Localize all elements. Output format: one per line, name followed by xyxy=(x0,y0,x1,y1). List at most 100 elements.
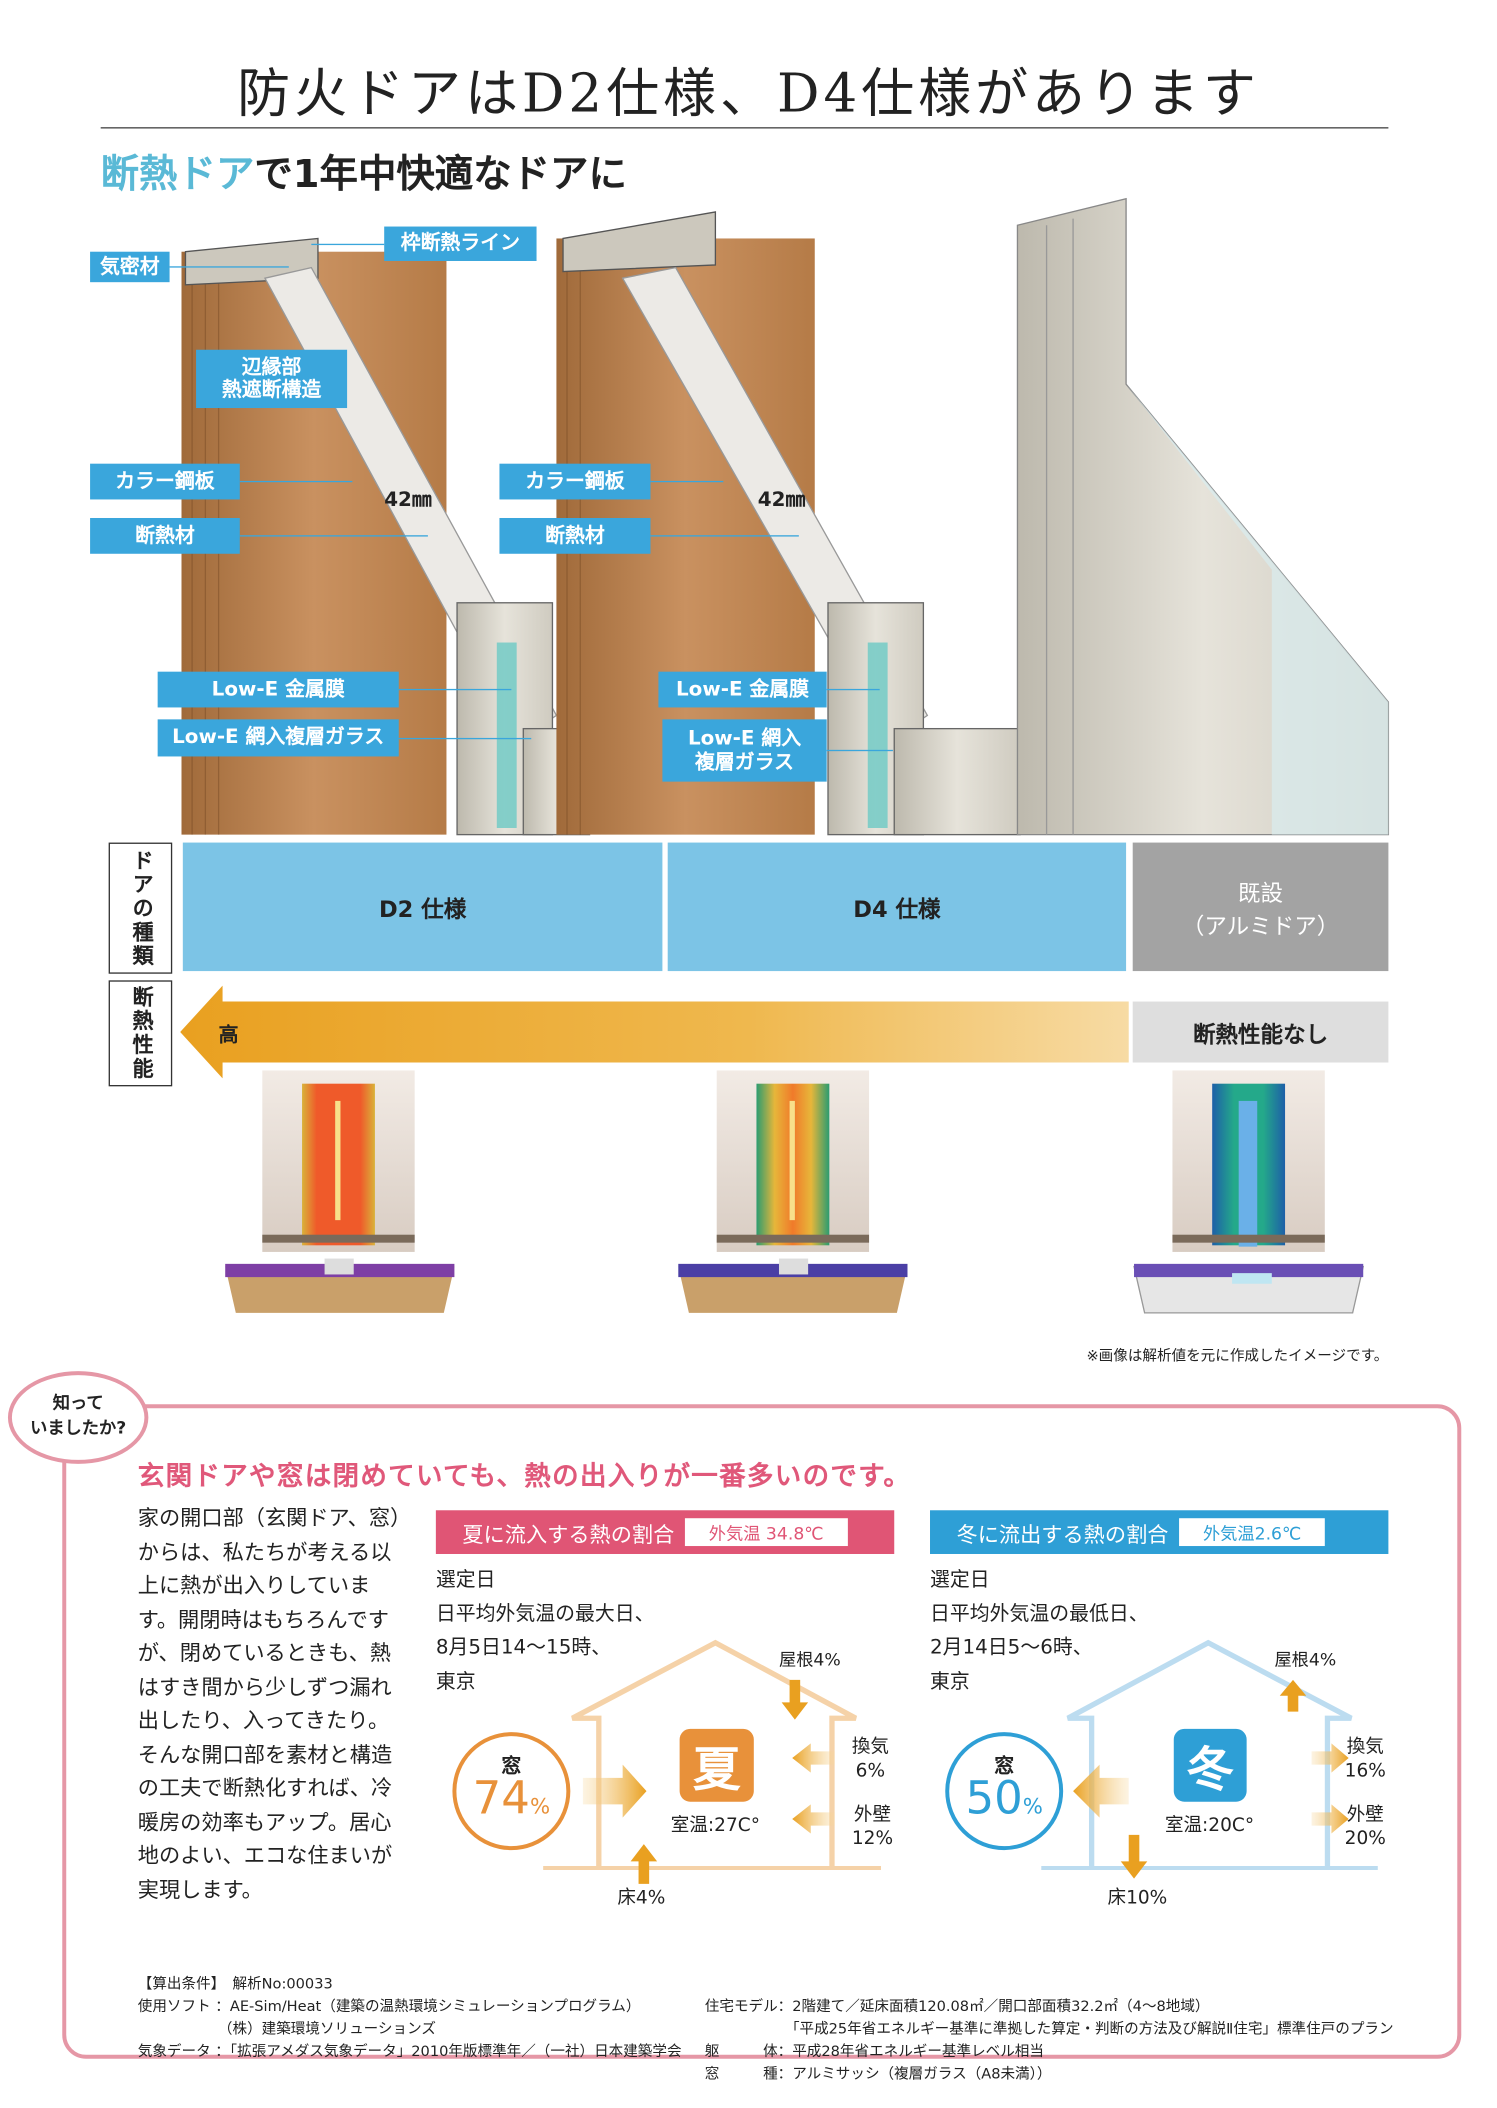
leader-line xyxy=(239,480,353,483)
footer-line: 【算出条件】 解析No:00033 xyxy=(137,1975,333,1993)
footer-line: 使用ソフト ：AE-Sim/Heat（建築の温熱環境シミュレーションプログラム） xyxy=(137,1997,641,2016)
summer-window-percent: 74% xyxy=(454,1773,568,1826)
winter-roof: 屋根4% xyxy=(1274,1650,1337,1671)
vent-label: 換気 xyxy=(1346,1736,1384,1759)
percent-sign: % xyxy=(1022,1793,1043,1819)
leader-line xyxy=(398,737,532,740)
label-frame-insulation-line: 枠断熱ライン xyxy=(384,226,537,261)
winter-window-percent: 50% xyxy=(947,1773,1061,1826)
leader-line xyxy=(239,535,428,537)
door-type-d2: D2 仕様 xyxy=(182,842,663,972)
wall-label: 外壁 xyxy=(1346,1804,1384,1826)
thickness-d4: 42㎜ xyxy=(757,487,806,512)
summer-floor: 床4% xyxy=(617,1887,666,1910)
wall-value: 20% xyxy=(1344,1828,1386,1850)
wall-value: 12% xyxy=(851,1828,894,1850)
image-note: ※画像は解析値を元に作成したイメージです。 xyxy=(1086,1347,1389,1365)
wall-label: 外壁 xyxy=(853,1804,892,1826)
condition-line: 2月14日5～6時、 xyxy=(930,1634,1093,1659)
leader-line xyxy=(398,688,512,691)
label-edge-thermal-break: 辺縁部 熱遮断構造 xyxy=(196,349,348,409)
condition-line: 日平均外気温の最低日、 xyxy=(930,1601,1149,1625)
footer-line: 躯 体：平成28年省エネルギー基準レベル相当 xyxy=(704,2042,1044,2061)
subtitle: 断熱ドアで1年中快適なドアに xyxy=(101,143,627,199)
performance-high: 高 xyxy=(218,1022,239,1047)
label-insulation-d4: 断熱材 xyxy=(499,517,651,554)
vent-value: 6% xyxy=(855,1760,886,1782)
bubble-text: 知って いましたか? xyxy=(30,1393,127,1439)
winter-room-temp: 室温:20C° xyxy=(1164,1814,1255,1837)
info-body: 家の開口部（玄関ドア、窓）からは、私たちが考える以上に熱が出入りしています。開閉… xyxy=(137,1504,401,1902)
leader-line xyxy=(826,688,880,691)
condition-line: 東京 xyxy=(930,1668,970,1693)
winter-season-badge: 冬 xyxy=(1186,1743,1235,1798)
condition-line: 選定日 xyxy=(930,1567,990,1592)
performance-arrow xyxy=(180,985,1129,1079)
label-lowe-film-d4: Low-E 金属膜 xyxy=(658,671,827,708)
winter-conditions: 選定日日平均外気温の最低日、 2月14日5～6時、東京 xyxy=(930,1563,1149,1698)
footer-line: 窓 種：アルミサッシ（複層ガラス（A8未満）） xyxy=(704,2065,1052,2083)
vent-label: 換気 xyxy=(851,1736,889,1759)
percent-sign: % xyxy=(529,1793,551,1819)
footer-right: 住宅モデル：2階建て／延床面積120.08㎡／開口部面積32.2㎡（4～8地域）… xyxy=(705,1950,1394,2108)
info-headline: 玄関ドアや窓は閉めていても、熱の出入りが一番多いのです。 xyxy=(137,1459,912,1492)
winter-house xyxy=(945,1639,1378,1879)
footer-left: 【算出条件】 解析No:00033 使用ソフト ：AE-Sim/Heat（建築の温… xyxy=(138,1928,682,2086)
winter-temp: 外気温2.6℃ xyxy=(1179,1518,1326,1547)
leader-line xyxy=(311,243,385,246)
summer-house xyxy=(452,1639,881,1884)
did-you-know-bubble: 知って いましたか? xyxy=(7,1371,149,1464)
summer-temp: 外気温 34.8℃ xyxy=(684,1518,848,1547)
subtitle-rest: で1年中快適なドアに xyxy=(254,151,627,197)
thermal-images xyxy=(225,1070,1365,1314)
summer-header: 夏に流入する熱の割合外気温 34.8℃ xyxy=(435,1510,895,1554)
footer-line: 住宅モデル：2階建て／延床面積120.08㎡／開口部面積32.2㎡（4～8地域） xyxy=(704,1997,1210,2016)
winter-header: 冬に流出する熱の割合外気温2.6℃ xyxy=(930,1510,1389,1554)
door-type-existing: 既設 （アルミドア） xyxy=(1132,842,1389,972)
row-label-door-type: ドアの種類 xyxy=(108,842,173,974)
summer-roof: 屋根4% xyxy=(778,1650,841,1671)
thermal-image-d4 xyxy=(678,1070,908,1313)
label-color-steel-d4: カラー鋼板 xyxy=(499,463,651,500)
condition-line: 8月5日14～15時、 xyxy=(435,1634,612,1659)
leader-line xyxy=(650,535,799,537)
subtitle-highlight: 断熱ドア xyxy=(100,151,255,197)
footer-line: 「平成25年省エネルギー基準に準拠した算定・判断の方法及び解説Ⅱ住宅」標準住戸の… xyxy=(704,2020,1394,2038)
winter-floor: 床10% xyxy=(1107,1887,1168,1910)
label-color-steel-d2: カラー鋼板 xyxy=(90,463,240,500)
existing-aluminum-door-section xyxy=(1016,197,1390,836)
condition-line: 東京 xyxy=(435,1668,476,1693)
performance-none: 断熱性能なし xyxy=(1132,1001,1389,1063)
condition-line: 選定日 xyxy=(435,1567,496,1592)
label-lowe-glass-d4: Low-E 網入 複層ガラス xyxy=(662,719,827,782)
footer-line: 気象データ ：「拡張アメダス気象データ」2010年版標準年／（一社）日本建築学会 xyxy=(137,2042,682,2061)
winter-window-label: 窓 xyxy=(994,1754,1015,1778)
label-insulation-d2: 断熱材 xyxy=(90,517,240,554)
leader-line xyxy=(650,480,724,483)
thermal-image-d2 xyxy=(225,1070,455,1313)
winter-title: 冬に流出する熱の割合 xyxy=(956,1521,1169,1547)
thermal-image-existing xyxy=(1133,1070,1365,1314)
label-lowe-film-d2: Low-E 金属膜 xyxy=(157,671,399,708)
door-type-d4: D4 仕様 xyxy=(667,842,1127,972)
summer-title: 夏に流入する熱の割合 xyxy=(462,1521,675,1547)
condition-line: 日平均外気温の最大日、 xyxy=(435,1601,655,1625)
percent-value: 74 xyxy=(472,1772,530,1826)
summer-conditions: 選定日日平均外気温の最大日、 8月5日14～15時、東京 xyxy=(436,1563,655,1698)
leader-line xyxy=(826,749,893,752)
footer-line: （株）建築環境ソリューションズ xyxy=(137,2020,436,2038)
summer-window-label: 窓 xyxy=(501,1754,522,1778)
label-airtight-material: 気密材 xyxy=(90,251,170,283)
info-panel xyxy=(62,1404,1462,2059)
vent-value: 16% xyxy=(1344,1760,1386,1782)
row-label-performance: 断熱性能 xyxy=(108,980,173,1087)
page-title: 防火ドアはD2仕様、D4仕様があります xyxy=(237,63,1260,125)
title-divider xyxy=(100,127,1389,129)
thickness-d2: 42㎜ xyxy=(384,487,432,512)
label-lowe-glass-d2: Low-E 網入複層ガラス xyxy=(157,719,399,757)
